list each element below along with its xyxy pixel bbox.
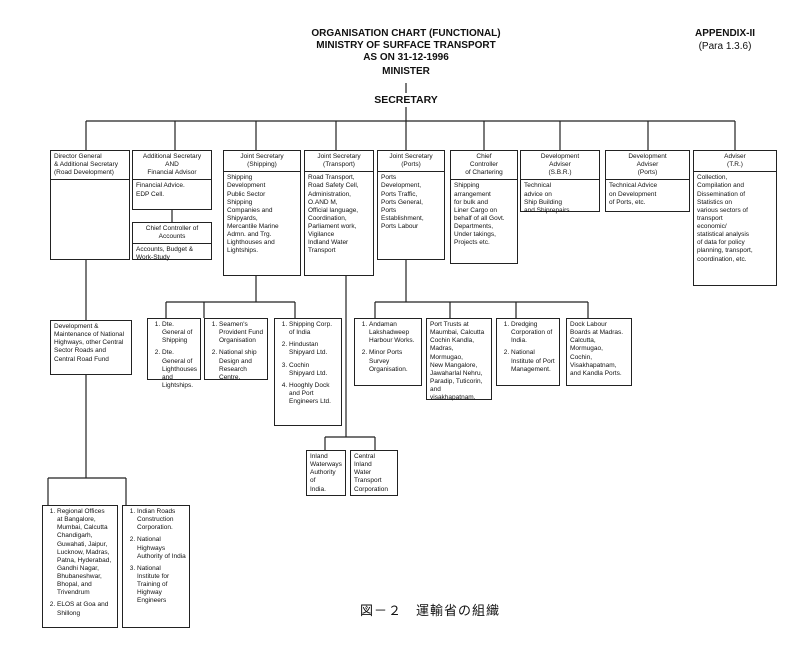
shipping-corp-item: Hooghly Dock and Port Engineers Ltd. — [289, 382, 339, 406]
adviser-tr-body: Collection, Compilation and Disseminatio… — [697, 174, 753, 263]
seamen-item: National ship Design and Research Centre… — [219, 349, 265, 382]
dredging-box: Dredging Corporation of India. National … — [496, 318, 560, 386]
chief-controller-accounts-header: Chief Controller of Accounts — [133, 223, 211, 245]
addl-secretary-header: Additional Secretary AND Financial Advis… — [133, 151, 211, 181]
dev-highways-text: Development & Maintenance of National Hi… — [54, 323, 125, 363]
inland-waterways-box: Inland Waterways Authority of India. — [306, 450, 346, 496]
js-ports-box: Joint Secretary (Ports) Ports Developmen… — [377, 150, 445, 260]
chief-controller-chartering-body: Shipping arrangement for bulk and Liner … — [454, 182, 505, 247]
roads-institutions-item: National Institute for Training of Highw… — [137, 565, 187, 606]
regional-offices-item: Regional Offices at Bangalore, Mumbai, C… — [57, 508, 115, 597]
chart-title-line2: MINISTRY OF SURFACE TRANSPORT — [316, 40, 496, 51]
dredging-item: Dredging Corporation of India. — [511, 321, 557, 345]
chief-controller-chartering-box: Chief Controller of Chartering Shipping … — [450, 150, 518, 264]
dev-adviser-sbr-box: Development Adviser (S.B.R.) Technical a… — [520, 150, 600, 214]
js-ports-body: Ports Development, Ports Traffic, Ports … — [381, 174, 424, 230]
shipping-dte-box: Dte. General of Shipping Dte. General of… — [147, 318, 201, 389]
js-transport-body: Road Transport, Road Safety Cell, Admini… — [308, 174, 359, 255]
js-ports-header: Joint Secretary (Ports) — [378, 151, 444, 173]
inland-waterways-text: Inland Waterways Authority of India. — [310, 453, 342, 493]
appendix-para: (Para 1.3.6) — [698, 41, 752, 52]
dock-labour-text: Dock Labour Boards at Madras. Calcutta, … — [570, 321, 624, 377]
dev-highways-box: Development & Maintenance of National Hi… — [50, 320, 132, 375]
ciwtc-box: Central Inland Water Transport Corporati… — [350, 450, 398, 496]
addl-secretary-body: Financial Advice. EDP Cell. — [136, 182, 185, 198]
shipping-corp-item: Hindustan Shipyard Ltd. — [289, 341, 339, 357]
js-shipping-box: Joint Secretary (Shipping) Shipping Deve… — [223, 150, 301, 276]
chart-title-line1: ORGANISATION CHART (FUNCTIONAL) — [311, 28, 501, 39]
dev-adviser-sbr-body: Technical advice on Ship Building and Sh… — [524, 182, 570, 214]
chief-controller-accounts-box: Chief Controller of Accounts Accounts, B… — [132, 222, 212, 261]
andaman-box: Andaman Lakshadweep Harbour Works. Minor… — [354, 318, 422, 386]
addl-secretary-box: Additional Secretary AND Financial Advis… — [132, 150, 212, 210]
chief-controller-accounts-body: Accounts, Budget & Work-Study — [136, 246, 194, 262]
seamen-box: Seamen's Provident Fund Organisation Nat… — [204, 318, 268, 382]
js-shipping-header: Joint Secretary (Shipping) — [224, 151, 300, 173]
secretary-label: SECRETARY — [374, 94, 438, 106]
dev-adviser-sbr-header: Development Adviser (S.B.R.) — [521, 151, 599, 181]
regional-offices-box: Regional Offices at Bangalore, Mumbai, C… — [42, 505, 118, 628]
andaman-item: Minor Ports Survey Organisation. — [369, 349, 419, 373]
shipping-dte-item: Dte. General of Lighthouses and Lightshi… — [162, 349, 198, 390]
dg-road-development-header: Director General & Additional Secretary … — [51, 151, 129, 181]
dredging-item: National Institute of Port Management. — [511, 349, 557, 373]
dev-adviser-ports-header: Development Adviser (Ports) — [606, 151, 689, 181]
js-transport-header: Joint Secretary (Transport) — [305, 151, 373, 173]
shipping-corp-box: Shipping Corp. of India Hindustan Shipya… — [274, 318, 342, 426]
roads-institutions-item: National Highways Authority of India — [137, 536, 187, 560]
roads-institutions-box: Indian Roads Construction Corporation. N… — [122, 505, 190, 628]
shipping-corp-item: Shipping Corp. of India — [289, 321, 339, 337]
seamen-item: Seamen's Provident Fund Organisation — [219, 321, 265, 345]
adviser-tr-header: Adviser (T.R.) — [694, 151, 776, 173]
appendix-label: APPENDIX-II — [694, 28, 755, 39]
dev-adviser-ports-box: Development Adviser (Ports) Technical Ad… — [605, 150, 690, 212]
chief-controller-chartering-header: Chief Controller of Chartering — [451, 151, 517, 181]
minister-label: MINISTER — [382, 66, 430, 77]
js-transport-box: Joint Secretary (Transport) Road Transpo… — [304, 150, 374, 276]
regional-offices-item: ELOS at Goa and Shillong — [57, 601, 115, 617]
dev-adviser-ports-body: Technical Advice on Development of Ports… — [609, 182, 658, 206]
andaman-item: Andaman Lakshadweep Harbour Works. — [369, 321, 419, 345]
shipping-dte-item: Dte. General of Shipping — [162, 321, 198, 345]
port-trusts-box: Port Trusts at Maumbai, Calcutta Cochin … — [426, 318, 492, 401]
dock-labour-box: Dock Labour Boards at Madras. Calcutta, … — [566, 318, 632, 386]
port-trusts-text: Port Trusts at Maumbai, Calcutta Cochin … — [430, 321, 485, 402]
figure-caption: 図－２ 運輸省の組織 — [359, 604, 500, 619]
dg-road-development-box: Director General & Additional Secretary … — [50, 150, 130, 260]
ciwtc-text: Central Inland Water Transport Corporati… — [354, 453, 388, 493]
chart-title-line3: AS ON 31-12-1996 — [363, 52, 449, 63]
shipping-corp-item: Cochin Shipyard Ltd. — [289, 362, 339, 378]
adviser-tr-box: Adviser (T.R.) Collection, Compilation a… — [693, 150, 777, 286]
roads-institutions-item: Indian Roads Construction Corporation. — [137, 508, 187, 532]
js-shipping-body: Shipping Development Public Sector Shipp… — [227, 174, 279, 255]
